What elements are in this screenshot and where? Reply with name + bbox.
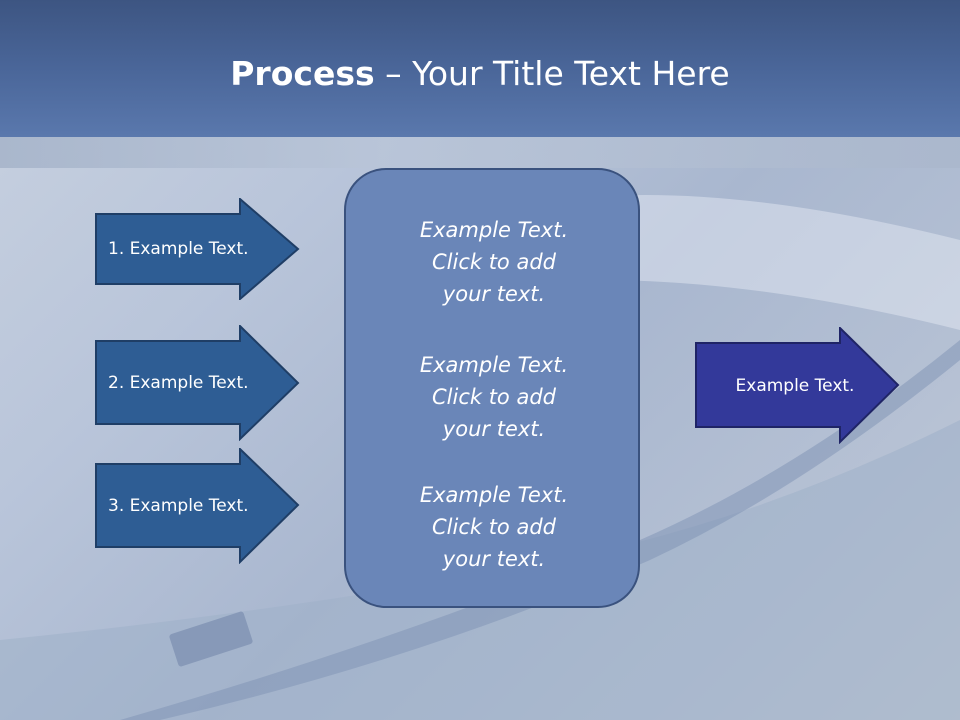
left-arrow-3[interactable]: 3. Example Text. <box>95 448 300 564</box>
slide-title-rest: – Your Title Text Here <box>374 54 730 93</box>
block-1-line-1: Example Text. <box>419 218 569 242</box>
block-3-line-1: Example Text. <box>419 483 569 507</box>
left-arrow-2-label: 2. Example Text. <box>108 373 249 393</box>
block-3-line-3: your text. <box>442 547 546 571</box>
center-text-block-3: Example Text. Click to add your text. <box>346 479 642 575</box>
slide-title-bold: Process <box>230 54 375 93</box>
block-2-line-1: Example Text. <box>419 353 569 377</box>
center-text-block-2: Example Text. Click to add your text. <box>346 349 642 445</box>
title-underline-band <box>0 137 960 168</box>
block-1-line-3: your text. <box>442 282 546 306</box>
block-2-line-3: your text. <box>442 417 546 441</box>
left-arrow-2[interactable]: 2. Example Text. <box>95 325 300 441</box>
center-text-box[interactable]: Example Text. Click to add your text. Ex… <box>344 168 640 608</box>
title-bar <box>0 0 960 137</box>
right-arrow-label: Example Text. <box>735 375 855 396</box>
left-arrow-1[interactable]: 1. Example Text. <box>95 198 300 300</box>
right-arrow[interactable]: Example Text. <box>695 327 900 444</box>
left-arrow-3-label: 3. Example Text. <box>108 496 249 516</box>
center-text-block-1: Example Text. Click to add your text. <box>346 214 642 310</box>
slide-title[interactable]: Process – Your Title Text Here <box>0 52 960 96</box>
left-arrow-1-label: 1. Example Text. <box>108 239 249 259</box>
block-2-line-2: Click to add <box>431 385 556 409</box>
block-1-line-2: Click to add <box>431 250 556 274</box>
block-3-line-2: Click to add <box>431 515 556 539</box>
